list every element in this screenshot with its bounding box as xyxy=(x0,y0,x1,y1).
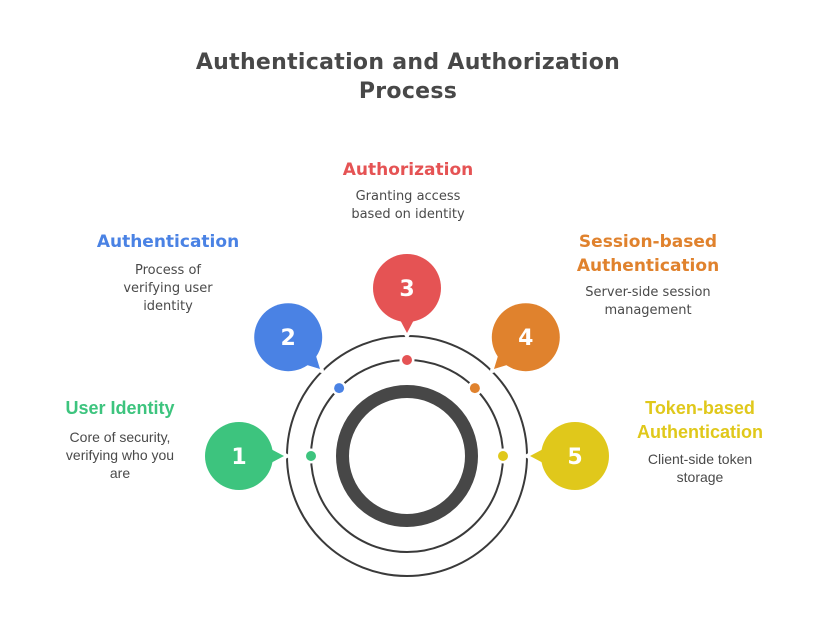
step-4-description: Server-side session management xyxy=(548,284,748,320)
step-5-desc-line: storage xyxy=(676,469,724,485)
step-1-heading: User Identity xyxy=(65,398,175,418)
step-2-bubble: 2 xyxy=(254,303,323,372)
bubble-circle xyxy=(205,422,273,490)
step-4-heading: Session-based Authentication xyxy=(548,230,748,278)
step-4-label: Session-based Authentication Server-side… xyxy=(548,230,748,320)
step-2-label: Authentication Process of verifying user… xyxy=(78,230,258,316)
step-4-desc-line: Server-side session xyxy=(585,285,711,300)
step-1-label: User Identity Core of security, verifyin… xyxy=(40,396,200,482)
step-3-label: Authorization Granting access based on i… xyxy=(318,158,498,224)
ring-gap xyxy=(283,453,289,459)
step-5-desc-line: Client-side token xyxy=(647,451,753,467)
step-3-ring-dot xyxy=(402,355,412,365)
step-2-desc-line: Process of xyxy=(135,263,201,278)
step-3-bubble: 3 xyxy=(373,254,441,333)
step-2-ring-dot xyxy=(334,383,345,394)
step-5-ring-dot xyxy=(498,451,508,461)
step-3-desc-line: Granting access xyxy=(355,189,461,204)
step-2-heading: Authentication xyxy=(96,232,240,252)
step-5-heading-line: Authentication xyxy=(637,422,763,442)
step-5-heading: Token-based Authentication xyxy=(610,396,790,444)
core-ring xyxy=(336,385,478,527)
step-2-number: 2 xyxy=(281,326,296,351)
step-5-heading-line: Token-based xyxy=(645,398,755,418)
step-5-number: 5 xyxy=(567,445,582,470)
step-1-desc-line: are xyxy=(109,465,131,481)
step-1-description: Core of security, verifying who you are xyxy=(40,428,200,482)
step-4-heading-line: Session-based xyxy=(578,232,718,252)
step-5-label: Token-based Authentication Client-side t… xyxy=(610,396,790,486)
title-line-1: Authentication and Authorization xyxy=(195,50,621,75)
bubble-circle xyxy=(491,303,560,372)
step-2-description: Process of verifying user identity xyxy=(78,262,258,316)
step-2-desc-line: identity xyxy=(143,299,193,314)
step-4-number: 4 xyxy=(518,326,533,351)
bubble-circle xyxy=(254,303,323,372)
step-2-desc-line: verifying user xyxy=(123,281,213,296)
ring-gap xyxy=(404,332,410,338)
step-3-description: Granting access based on identity xyxy=(318,188,498,224)
step-3-heading: Authorization xyxy=(342,160,474,180)
step-1-number: 1 xyxy=(231,445,246,470)
step-1-desc-line: Core of security, xyxy=(69,429,171,445)
step-1-ring-dot xyxy=(306,451,316,461)
diagram-title: Authentication and Authorization Process xyxy=(0,48,816,106)
step-3-desc-line: based on identity xyxy=(351,207,465,222)
step-4-ring-dot xyxy=(469,383,480,394)
step-4-heading-line: Authentication xyxy=(576,256,720,276)
step-5-description: Client-side token storage xyxy=(610,450,790,486)
step-1-desc-line: verifying who you xyxy=(65,447,175,463)
step-5-bubble: 5 xyxy=(530,422,609,490)
ring-gap xyxy=(525,453,531,459)
ring-gap xyxy=(490,367,496,373)
step-1-bubble: 1 xyxy=(205,422,284,490)
step-4-bubble: 4 xyxy=(491,303,560,372)
title-line-2: Process xyxy=(358,79,458,104)
bubble-circle xyxy=(541,422,609,490)
bubble-circle xyxy=(373,254,441,322)
step-3-number: 3 xyxy=(399,277,414,302)
step-4-desc-line: management xyxy=(604,303,692,318)
ring-gap xyxy=(318,367,324,373)
